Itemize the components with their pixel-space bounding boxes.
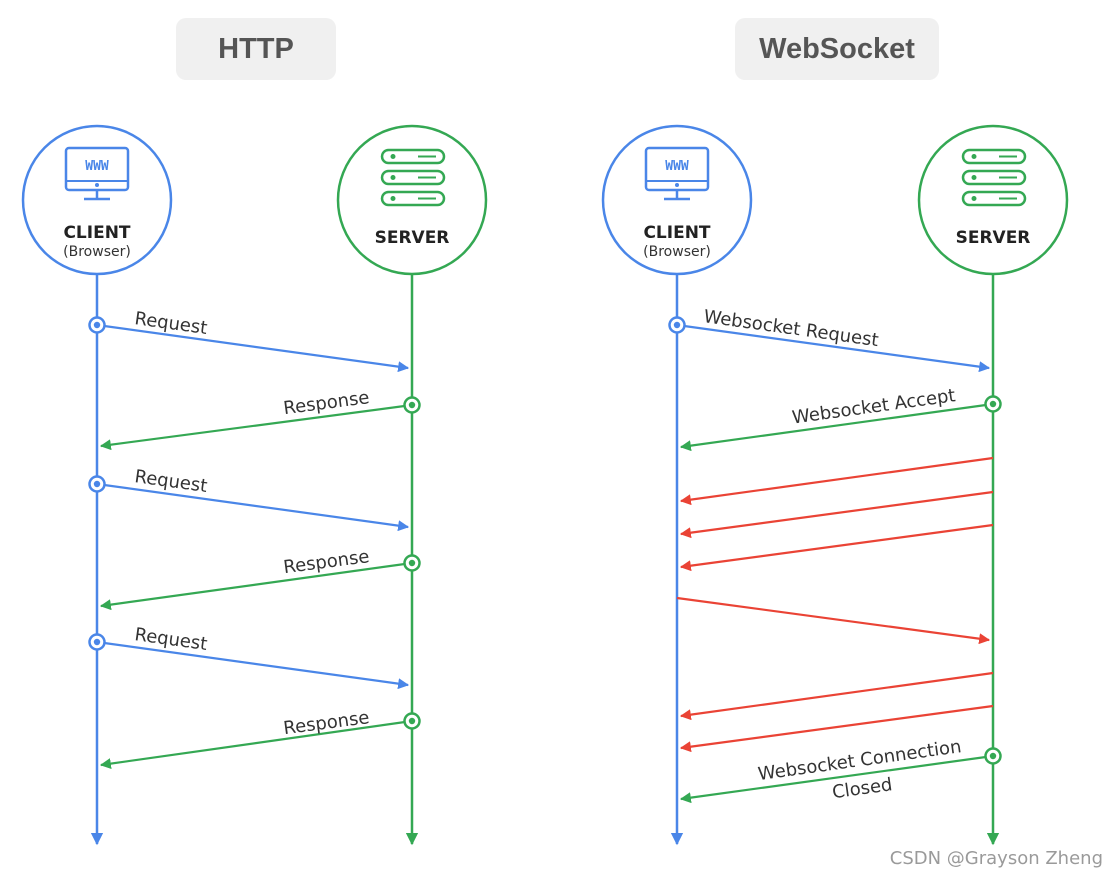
http-response-label-3: Response bbox=[282, 707, 370, 739]
www-text: WWW bbox=[665, 159, 689, 174]
ws-connection-closed: Websocket Connection Closed bbox=[679, 736, 1002, 803]
http-request-3: Request bbox=[88, 624, 410, 690]
client-sublabel: (Browser) bbox=[643, 244, 711, 260]
ws-message-client-to-server bbox=[676, 596, 991, 645]
http-request-2: Request bbox=[88, 466, 410, 532]
http-response-label-2: Response bbox=[282, 546, 370, 578]
ws-message-server-to-client-1 bbox=[679, 456, 994, 506]
ws-request: Websocket Request bbox=[668, 306, 991, 373]
monitor-icon: WWW bbox=[644, 146, 710, 201]
ws-accept: Websocket Accept bbox=[679, 385, 1002, 452]
http-server-node: SERVER bbox=[336, 124, 488, 276]
http-request-label-2: Request bbox=[133, 466, 208, 497]
http-response-2: Response bbox=[99, 546, 421, 611]
server-icon bbox=[380, 148, 446, 207]
ws-message-server-to-client-3 bbox=[679, 523, 994, 572]
http-client-node: WWW CLIENT (Browser) bbox=[21, 124, 173, 276]
ws-message-server-to-client-4 bbox=[679, 671, 994, 721]
ws-request-label: Websocket Request bbox=[702, 306, 880, 351]
client-label: CLIENT bbox=[643, 223, 710, 243]
http-request-1: Request bbox=[88, 308, 410, 373]
http-response-1: Response bbox=[99, 387, 421, 451]
client-label: CLIENT bbox=[63, 223, 130, 243]
server-label: SERVER bbox=[375, 228, 450, 248]
http-response-3: Response bbox=[99, 707, 421, 770]
server-icon bbox=[961, 148, 1027, 207]
ws-message-server-to-client-2 bbox=[679, 490, 994, 539]
ws-client-node: WWW CLIENT (Browser) bbox=[601, 124, 753, 276]
server-label: SERVER bbox=[956, 228, 1031, 248]
ws-accept-label: Websocket Accept bbox=[791, 385, 957, 428]
websocket-title: WebSocket bbox=[735, 18, 939, 80]
http-response-label-1: Response bbox=[282, 387, 370, 419]
ws-server-node: SERVER bbox=[917, 124, 1069, 276]
monitor-icon: WWW bbox=[64, 146, 130, 201]
watermark: CSDN @Grayson Zheng bbox=[889, 848, 1103, 869]
client-sublabel: (Browser) bbox=[63, 244, 131, 260]
ws-message-server-to-client-5 bbox=[679, 704, 994, 753]
http-request-label-3: Request bbox=[133, 624, 208, 655]
ws-closed-label-line2: Closed bbox=[831, 774, 894, 803]
http-title: HTTP bbox=[176, 18, 336, 80]
www-text: WWW bbox=[85, 159, 109, 174]
